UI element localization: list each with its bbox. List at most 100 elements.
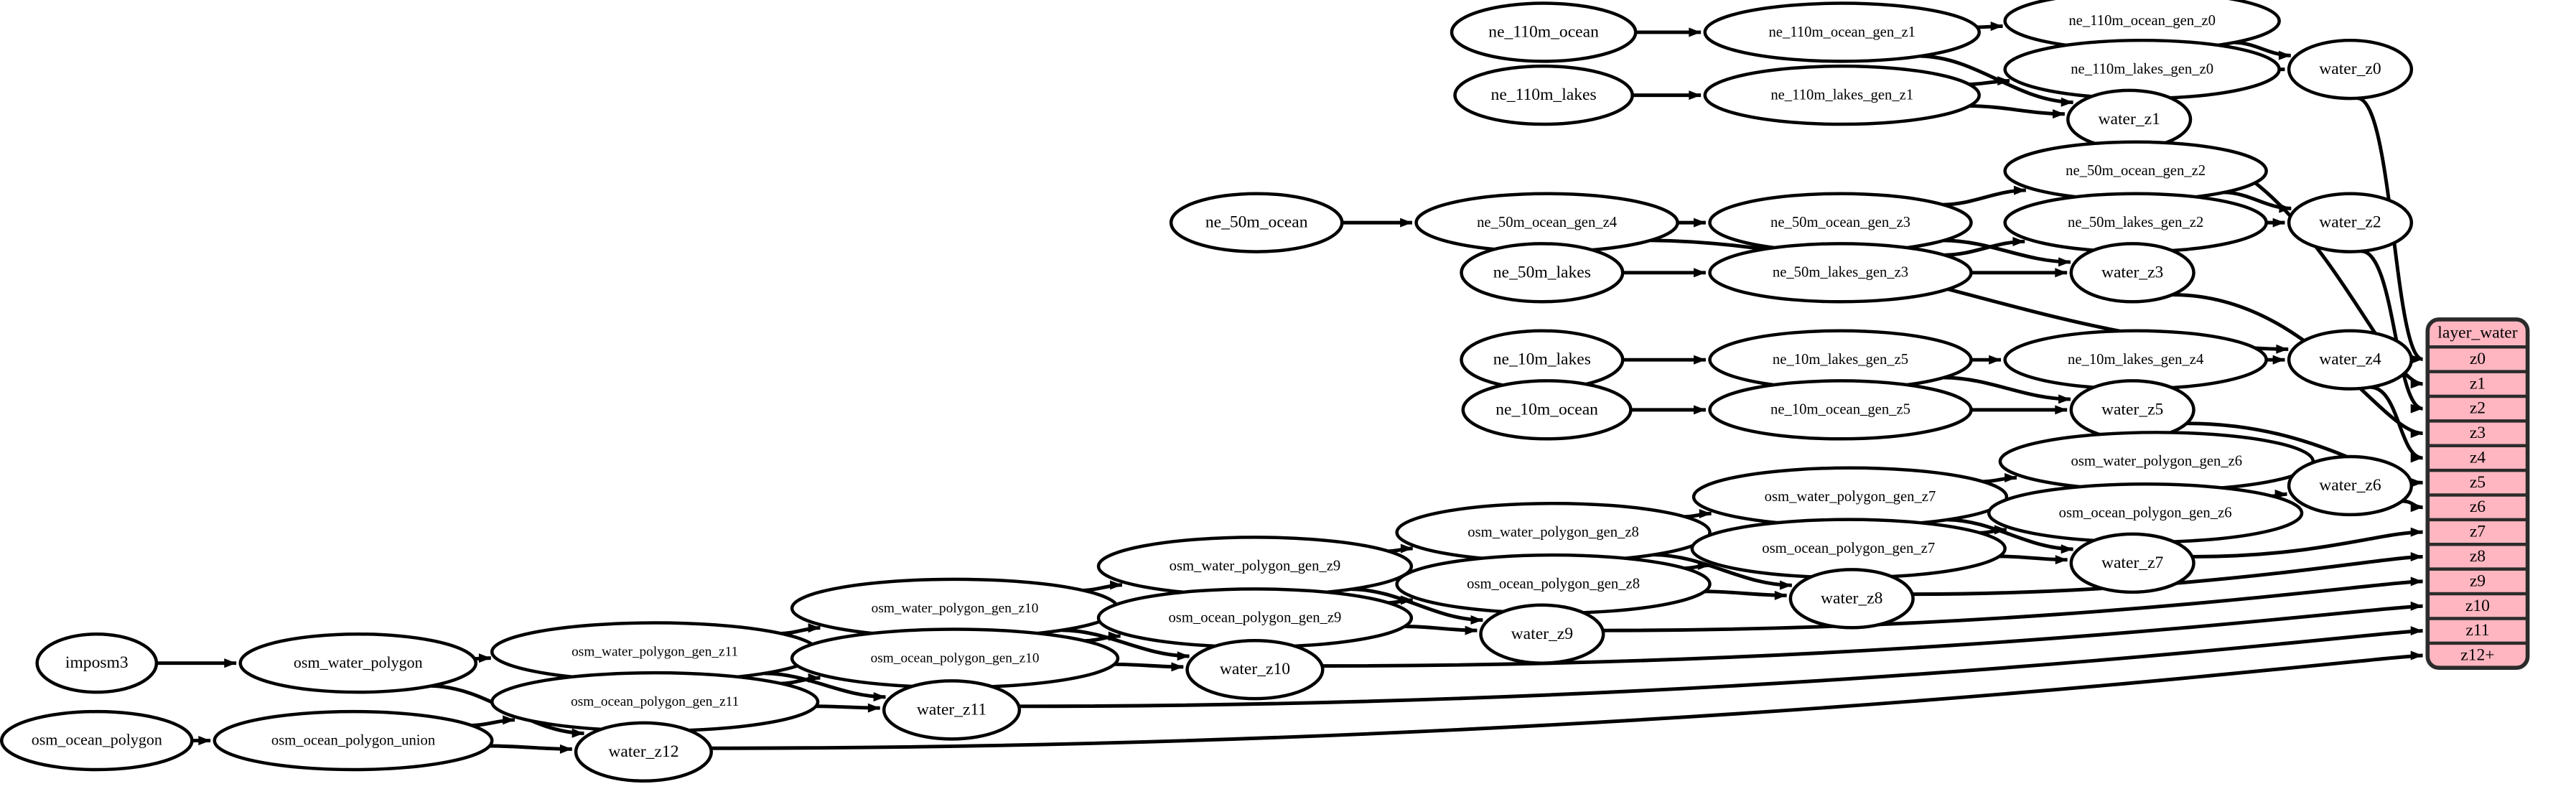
graph-node-ne_110m_lakes[interactable]: ne_110m_lakes <box>1453 64 1634 126</box>
edge-osm_water_polygon_gen_z9-to-water_z9 <box>1351 587 1483 622</box>
graph-node-imposm3[interactable]: imposm3 <box>35 632 159 694</box>
graph-node-ne_50m_lakes_gen_z2[interactable]: ne_50m_lakes_gen_z2 <box>2003 192 2268 253</box>
table-row-z8[interactable]: z8 <box>2470 547 2486 566</box>
node-label: water_z0 <box>2319 60 2381 78</box>
edge-water_z2-to-row-z2 <box>2361 249 2424 411</box>
edge-arrowhead <box>2013 185 2026 195</box>
graph-node-water_z11[interactable]: water_z11 <box>882 679 1022 741</box>
layer-water-table[interactable]: layer_waterz0z1z2z3z4z5z6z7z8z9z10z11z12… <box>2425 317 2530 671</box>
edge-ne_110m_ocean_gen_z1-to-water_z1 <box>1920 54 2073 105</box>
node-shape <box>35 632 159 694</box>
node-label: imposm3 <box>65 653 129 672</box>
table-row-z0[interactable]: z0 <box>2470 350 2486 368</box>
node-shape <box>1169 192 1344 253</box>
table-row-z7[interactable]: z7 <box>2470 523 2486 541</box>
graph-node-osm_ocean_polygon_gen_z6[interactable]: osm_ocean_polygon_gen_z6 <box>1987 482 2304 544</box>
graph-node-ne_10m_ocean[interactable]: ne_10m_ocean <box>1461 379 1633 441</box>
node-shape <box>238 632 478 694</box>
graph-node-water_z12[interactable]: water_z12 <box>574 721 714 783</box>
graph-node-ne_50m_ocean_gen_z2[interactable]: ne_50m_ocean_gen_z2 <box>2003 140 2268 202</box>
graph-node-water_z4[interactable]: water_z4 <box>2287 329 2414 391</box>
graph-node-ne_10m_lakes_gen_z4[interactable]: ne_10m_lakes_gen_z4 <box>2003 329 2268 391</box>
graph-node-water_z5[interactable]: water_z5 <box>2069 379 2195 441</box>
graph-node-osm_water_polygon[interactable]: osm_water_polygon <box>238 632 478 694</box>
graph-node-osm_ocean_polygon_gen_z9[interactable]: osm_ocean_polygon_gen_z9 <box>1096 587 1414 649</box>
edge-arrowhead <box>2410 379 2423 389</box>
graph-node-osm_ocean_polygon_gen_z8[interactable]: osm_ocean_polygon_gen_z8 <box>1395 553 1712 615</box>
graph-node-ne_50m_lakes_gen_z3[interactable]: ne_50m_lakes_gen_z3 <box>1708 242 1973 304</box>
edge-arrowhead <box>559 744 572 754</box>
edge-arrowhead <box>2410 626 2423 636</box>
edge-osm_water_polygon_gen_z10-to-water_z10 <box>1062 628 1190 658</box>
node-shape <box>1450 1 1638 63</box>
node-label: osm_water_polygon_gen_z6 <box>2071 454 2243 470</box>
graph-node-water_z7[interactable]: water_z7 <box>2069 532 2195 594</box>
edge-osm_water_polygon_gen_z11-to-water_z11 <box>764 671 886 699</box>
graph-node-ne_10m_lakes[interactable]: ne_10m_lakes <box>1460 329 1625 391</box>
graph-node-osm_ocean_polygon_gen_z11[interactable]: osm_ocean_polygon_gen_z11 <box>490 671 820 733</box>
graph-node-osm_water_polygon_gen_z9[interactable]: osm_water_polygon_gen_z9 <box>1096 536 1414 597</box>
edge-arrowhead <box>2276 344 2289 354</box>
node-shape <box>1479 603 1605 665</box>
node-label: osm_ocean_polygon_gen_z11 <box>571 694 739 709</box>
node-label: osm_ocean_polygon_gen_z8 <box>1467 576 1640 592</box>
graph-node-osm_ocean_polygon_gen_z10[interactable]: osm_ocean_polygon_gen_z10 <box>790 627 1120 689</box>
graph-node-osm_water_polygon_gen_z7[interactable]: osm_water_polygon_gen_z7 <box>1691 466 2009 528</box>
graph-node-water_z0[interactable]: water_z0 <box>2287 38 2414 101</box>
edge-arrowhead <box>2410 650 2423 660</box>
edge-ne_50m_ocean_gen_z3-to-water_z3 <box>1943 238 2071 264</box>
edge-arrowhead <box>1994 525 2007 535</box>
table-row-z12+[interactable]: z12+ <box>2460 646 2494 665</box>
edge-arrowhead <box>2061 97 2073 107</box>
graph-node-water_z1[interactable]: water_z1 <box>2066 88 2193 151</box>
graph-node-osm_water_polygon_gen_z6[interactable]: osm_water_polygon_gen_z6 <box>1998 431 2315 492</box>
edge-arrowhead <box>1171 662 1184 672</box>
table-row-z1[interactable]: z1 <box>2470 374 2486 393</box>
edge-osm_water_polygon_gen_z7-to-water_z7 <box>1947 518 2073 551</box>
edge-arrowhead <box>478 653 491 663</box>
graph-node-water_z8[interactable]: water_z8 <box>1788 568 1915 630</box>
graph-node-water_z3[interactable]: water_z3 <box>2069 242 2195 304</box>
graph-node-ne_50m_lakes[interactable]: ne_50m_lakes <box>1460 242 1625 304</box>
graph-node-ne_110m_ocean_gen_z1[interactable]: ne_110m_ocean_gen_z1 <box>1703 1 1981 63</box>
graph-node-water_z10[interactable]: water_z10 <box>1185 638 1325 701</box>
node-label: osm_ocean_polygon_gen_z7 <box>1762 541 1935 556</box>
table-row-z11[interactable]: z11 <box>2465 621 2489 640</box>
node-shape <box>1708 379 1973 441</box>
graph-node-osm_ocean_polygon_gen_z7[interactable]: osm_ocean_polygon_gen_z7 <box>1690 518 2007 579</box>
graph-node-ne_110m_lakes_gen_z1[interactable]: ne_110m_lakes_gen_z1 <box>1703 64 1981 126</box>
node-label: osm_water_polygon_gen_z11 <box>571 645 738 660</box>
edge-arrowhead <box>198 736 211 746</box>
node-label: water_z2 <box>2319 213 2381 232</box>
graph-node-ne_10m_ocean_gen_z5[interactable]: ne_10m_ocean_gen_z5 <box>1708 379 1973 441</box>
graph-node-ne_50m_ocean[interactable]: ne_50m_ocean <box>1169 192 1344 253</box>
node-shape <box>1185 638 1325 701</box>
graph-node-water_z9[interactable]: water_z9 <box>1479 603 1605 665</box>
edge-arrowhead <box>2272 218 2285 228</box>
table-row-z2[interactable]: z2 <box>2470 399 2486 418</box>
table-row-z10[interactable]: z10 <box>2465 597 2490 615</box>
table-row-z9[interactable]: z9 <box>2470 571 2486 590</box>
node-shape <box>2287 38 2414 101</box>
graph-node-osm_ocean_polygon_union[interactable]: osm_ocean_polygon_union <box>213 709 494 772</box>
node-label: water_z7 <box>2101 554 2164 572</box>
node-label: ne_50m_ocean <box>1205 213 1308 232</box>
graph-node-ne_110m_ocean[interactable]: ne_110m_ocean <box>1450 1 1638 63</box>
table-row-z3[interactable]: z3 <box>2470 424 2486 442</box>
node-label: ne_10m_lakes_gen_z4 <box>2068 352 2203 368</box>
node-shape <box>2287 454 2414 517</box>
node-label: water_z11 <box>917 700 986 719</box>
graph-node-osm_ocean_polygon[interactable]: osm_ocean_polygon <box>0 709 194 772</box>
table-row-z4[interactable]: z4 <box>2470 448 2486 467</box>
node-label: water_z3 <box>2101 263 2163 281</box>
graph-node-water_z6[interactable]: water_z6 <box>2287 454 2414 517</box>
graph-node-water_z2[interactable]: water_z2 <box>2287 192 2414 253</box>
table-row-z5[interactable]: z5 <box>2470 473 2486 492</box>
node-shape <box>0 709 194 772</box>
graph-node-osm_water_polygon_gen_z8[interactable]: osm_water_polygon_gen_z8 <box>1395 501 1712 564</box>
edge-arrowhead <box>2055 405 2068 415</box>
table-row-z6[interactable]: z6 <box>2470 498 2486 516</box>
graph-node-ne_50m_ocean_gen_z4[interactable]: ne_50m_ocean_gen_z4 <box>1414 192 1679 253</box>
